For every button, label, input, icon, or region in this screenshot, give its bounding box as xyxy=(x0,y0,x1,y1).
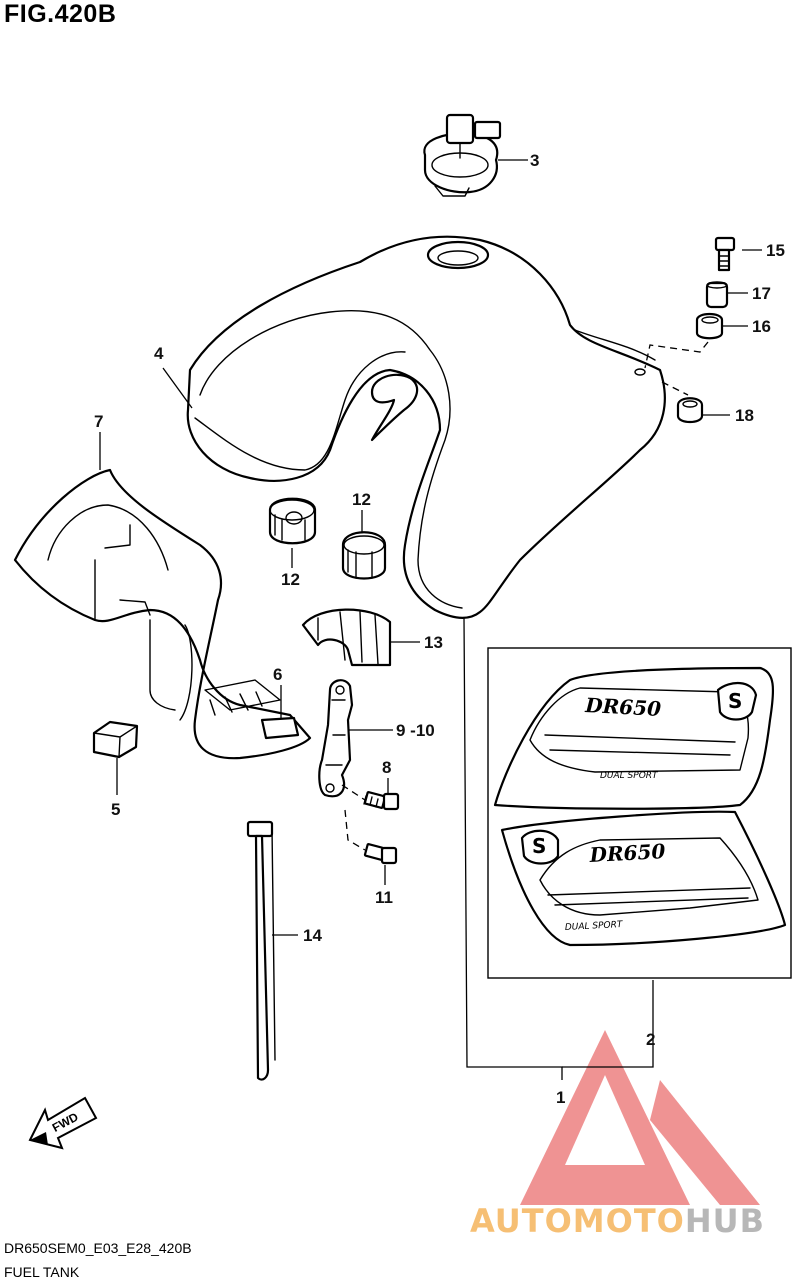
decal-right xyxy=(500,810,787,947)
callout-14: 14 xyxy=(303,926,322,945)
callout-15: 15 xyxy=(766,241,785,260)
decal-left-sub-text: DUAL SPORT xyxy=(600,771,659,781)
callout-9-10: 9 -10 xyxy=(396,721,435,740)
figure-caption: FUEL TANK xyxy=(4,1264,80,1280)
decal-right-sub-text: DUAL SPORT xyxy=(565,920,624,933)
collar-17 xyxy=(705,281,729,309)
cushion-12-right xyxy=(341,531,387,580)
decal-set-box xyxy=(487,647,792,979)
callout-7: 7 xyxy=(94,412,103,431)
callout-8: 8 xyxy=(382,758,391,777)
tank-guard xyxy=(13,468,312,760)
watermark-text: AUTOMOTOHUB xyxy=(470,1202,765,1240)
cable-tie-14 xyxy=(246,820,276,1081)
bracket-9-10 xyxy=(318,679,354,798)
cushion-12-left xyxy=(268,497,317,545)
cushion-16 xyxy=(695,312,724,340)
callout-3: 3 xyxy=(530,151,539,170)
callout-6: 6 xyxy=(273,665,282,684)
watermark-logo xyxy=(520,1030,760,1205)
decal-left xyxy=(493,666,775,810)
cushion-5 xyxy=(92,720,139,759)
watermark-text-auto: AUTO xyxy=(470,1202,573,1240)
callout-13: 13 xyxy=(424,633,443,652)
decal-right-brand-mark: S xyxy=(532,834,546,858)
bolt-15 xyxy=(714,236,736,272)
watermark-text-hub: HUB xyxy=(685,1202,765,1240)
figure-title: FIG.420B xyxy=(4,0,117,28)
fwd-direction-arrow xyxy=(28,1096,98,1150)
callout-4: 4 xyxy=(154,344,164,363)
callout-12-left: 12 xyxy=(281,570,300,589)
bolt-11 xyxy=(363,842,398,865)
decal-right-model-text: DR650 xyxy=(588,839,666,867)
callout-12-right: 12 xyxy=(352,490,371,509)
callout-18: 18 xyxy=(735,406,754,425)
callout-16: 16 xyxy=(752,317,771,336)
callout-1: 1 xyxy=(556,1088,565,1107)
callout-5: 5 xyxy=(111,800,120,819)
fuel-cap xyxy=(423,113,502,197)
model-code: DR650SEM0_E03_E28_420B xyxy=(4,1240,192,1256)
pad-6 xyxy=(260,716,300,740)
cushion-13 xyxy=(301,608,392,667)
bolt-8 xyxy=(363,790,400,811)
watermark-text-moto: MOTO xyxy=(573,1202,685,1240)
callout-17: 17 xyxy=(752,284,771,303)
decal-left-model-text: DR650 xyxy=(584,693,662,721)
cushion-18 xyxy=(676,397,704,424)
decal-left-brand-mark: S xyxy=(728,689,742,713)
fuel-tank xyxy=(186,235,666,619)
callout-2: 2 xyxy=(646,1030,655,1049)
callout-11: 11 xyxy=(375,888,393,907)
